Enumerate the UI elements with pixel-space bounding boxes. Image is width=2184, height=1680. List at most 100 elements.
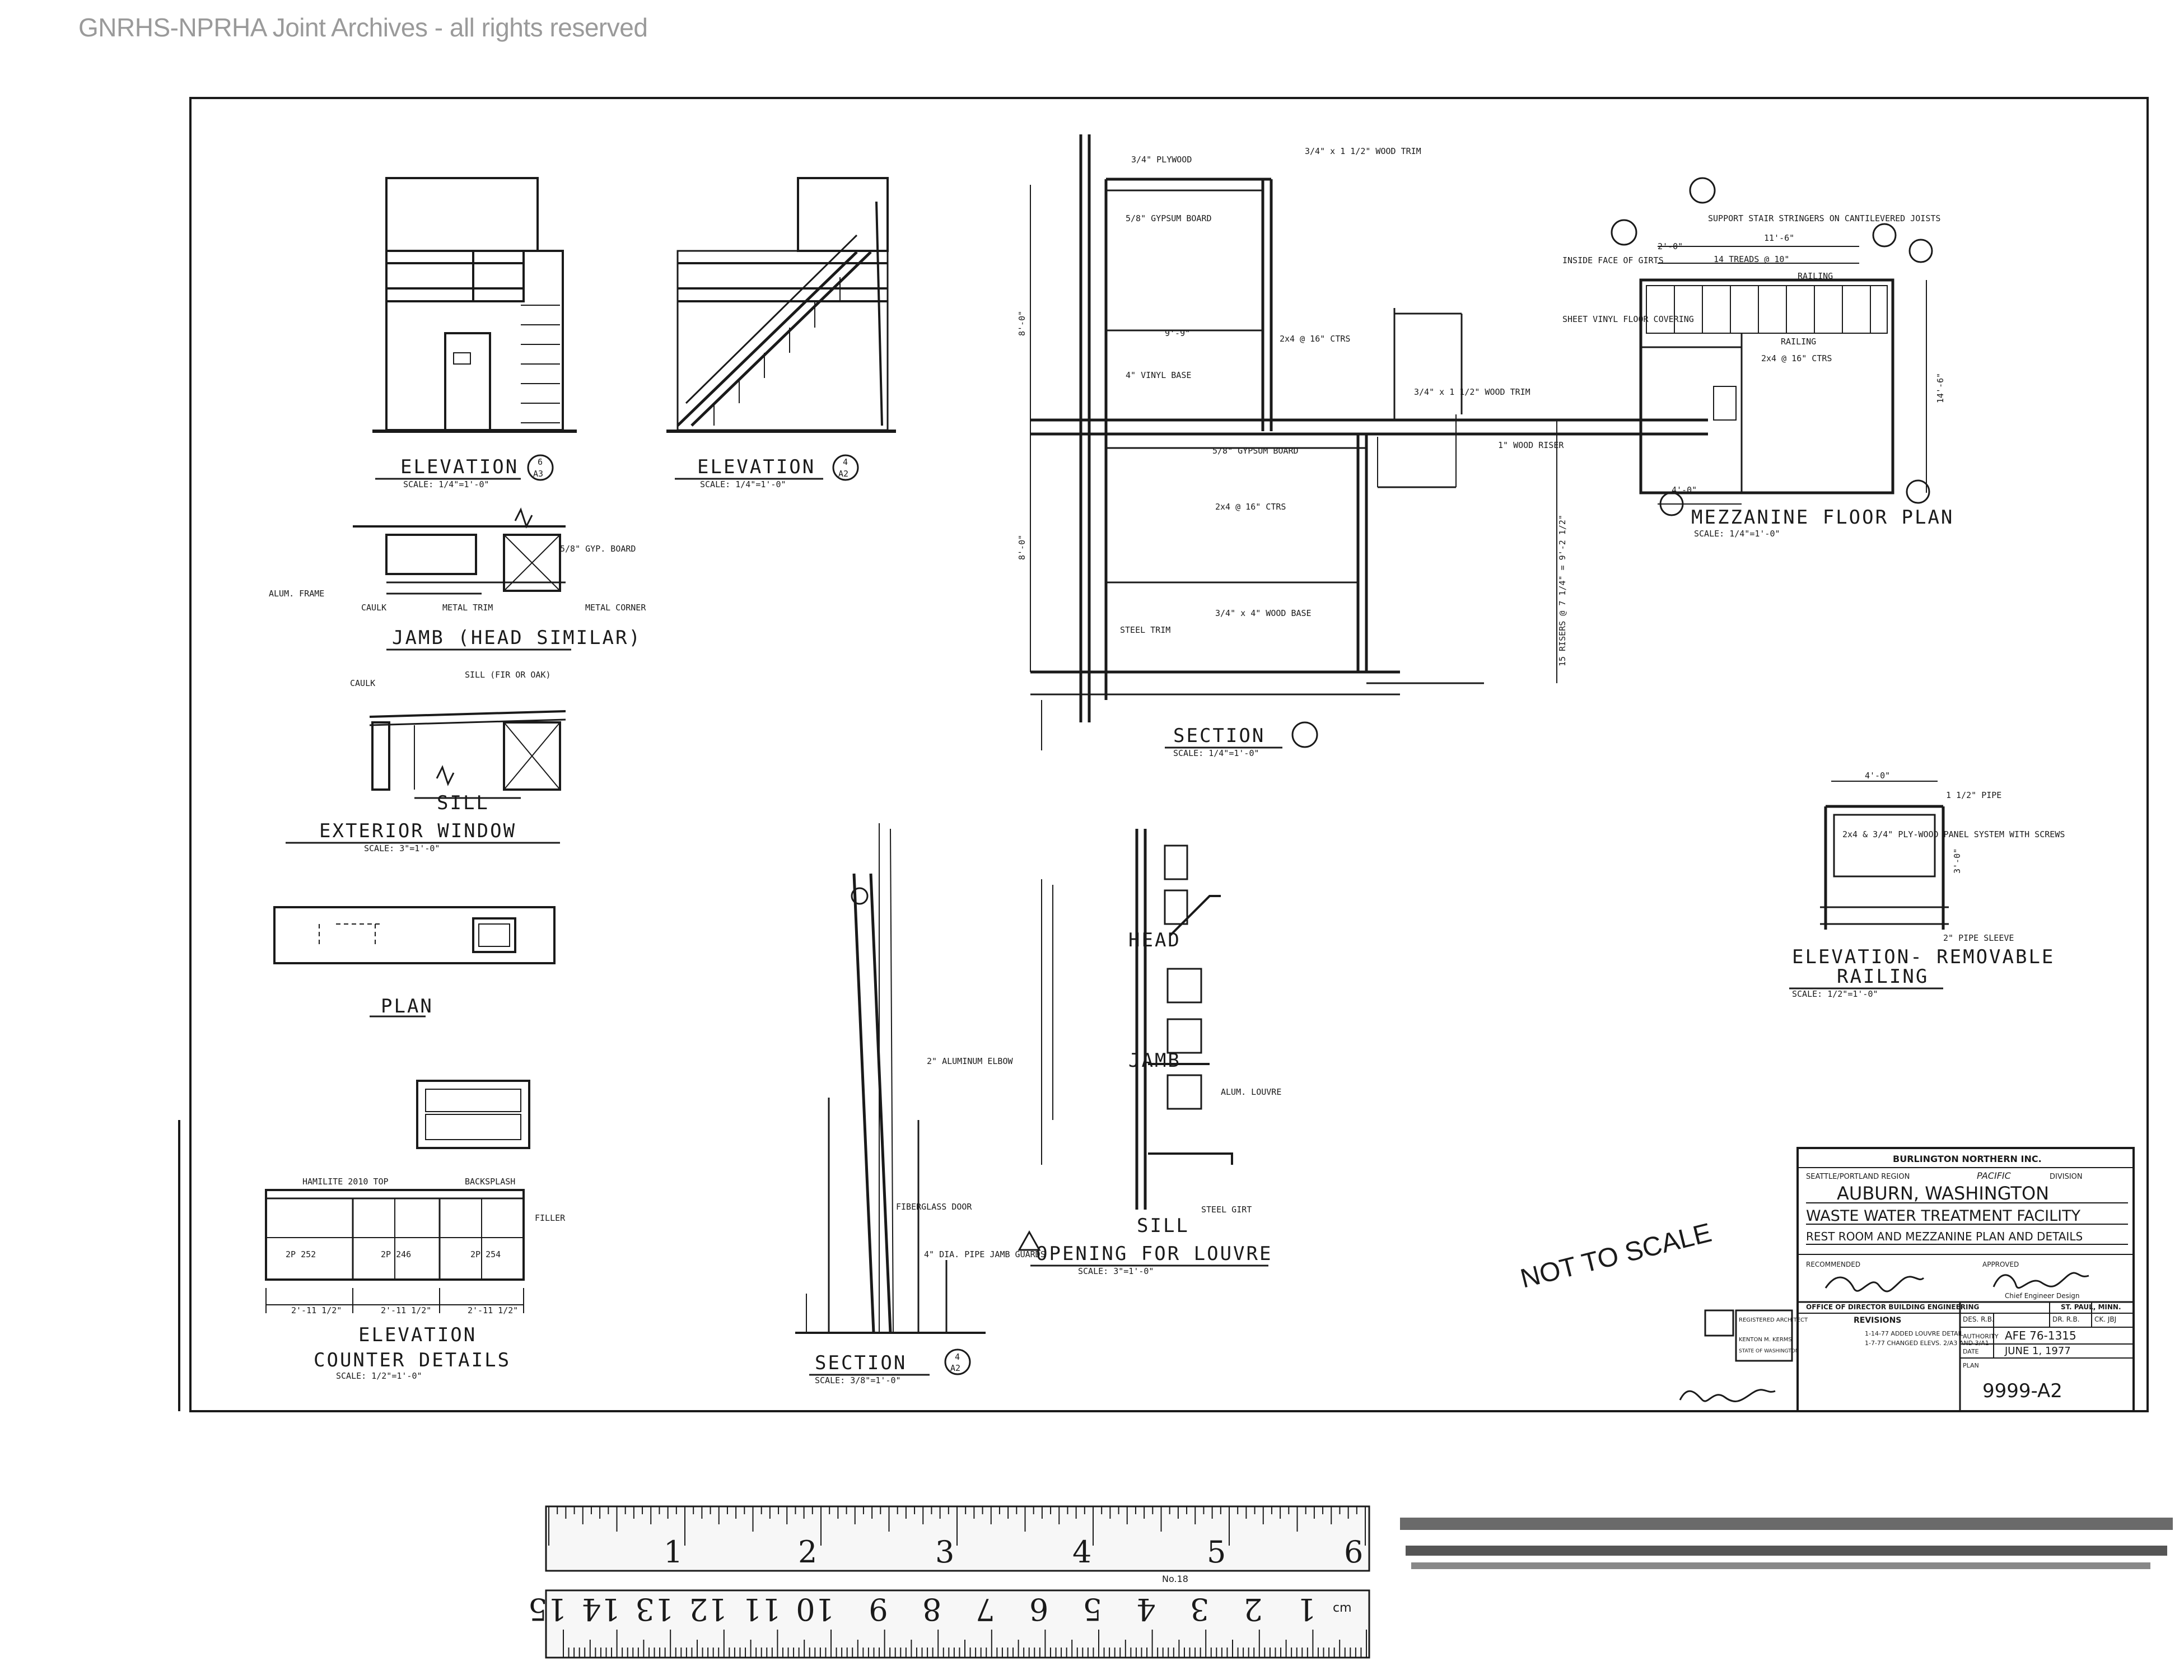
mezzanine-title: MEZZANINE FLOOR PLAN	[1691, 506, 1954, 529]
small-section-scale: SCALE: 3/8"=1'-0"	[815, 1375, 901, 1385]
ruler-cm-label: cm	[1333, 1601, 1352, 1615]
ruler-cm-number: 11	[743, 1592, 781, 1627]
counter-cabinet-2: 2P 246	[381, 1249, 411, 1259]
tb-signature-approved	[1992, 1272, 2089, 1289]
sill-title: SILL	[437, 792, 489, 814]
counter-dim-3: 2'-11 1/2"	[468, 1305, 518, 1315]
elevation-2-title: ELEVATION	[697, 456, 815, 478]
tb-region: SEATTLE/PORTLAND REGION	[1806, 1173, 1910, 1181]
mezzanine-plan-drawing	[1639, 246, 1927, 505]
counter-details-scale: SCALE: 1/2"=1'-0"	[336, 1371, 422, 1381]
ruler-inch-5: 5	[1207, 1534, 1226, 1570]
railing-dim-30: 3'-0"	[1952, 848, 1962, 874]
elevation-2-ref-bubble	[832, 454, 859, 481]
small-section-ref-top: 4	[955, 1352, 960, 1362]
counter-filler-note: FILLER	[535, 1213, 566, 1223]
mezz-dim-20: 2'-0"	[1658, 241, 1683, 251]
mezz-dim-bottom: 4'-0"	[1672, 485, 1697, 495]
elevation-stair-drawing	[666, 177, 896, 433]
section-dim-left-lower: 8'-0"	[1017, 535, 1027, 560]
counter-plan-drawing	[273, 906, 556, 964]
jamb-gyp-board-note: 5/8" GYP. BOARD	[560, 544, 636, 554]
stamp-name: KENTON M. KERMS	[1739, 1337, 1792, 1343]
ruler-inch-1: 1	[664, 1534, 683, 1570]
ruler-cm-number: 14	[582, 1592, 620, 1627]
section-dim-top: 9'-9"	[1165, 328, 1190, 338]
section-vinyl-base-note: 4" VINYL BASE	[1126, 370, 1191, 380]
ruler-cm-number: 15	[528, 1592, 567, 1627]
counter-dim-2: 2'-11 1/2"	[381, 1305, 431, 1315]
louvre-scale: SCALE: 3"=1'-0"	[1078, 1266, 1154, 1276]
stamp-state: STATE OF WASHINGTON	[1739, 1348, 1799, 1354]
louvre-head-label: HEAD	[1128, 929, 1181, 951]
railing-dim-40: 4'-0"	[1865, 771, 1890, 781]
tb-authority-label: AUTHORITY	[1963, 1333, 1999, 1340]
tb-authority: AFE 76-1315	[2005, 1329, 2076, 1342]
small-section-pipe-guards-note: 4" DIA. PIPE JAMB GUARDS	[924, 1249, 1046, 1259]
section-wood-trim-note: 3/4" x 1 1/2" WOOD TRIM	[1305, 146, 1421, 156]
mezz-ref-bubble-right1	[1872, 223, 1897, 248]
cm-ticks	[563, 1630, 1367, 1658]
railing-panel-note: 2x4 & 3/4" PLY-WOOD PANEL SYSTEM WITH SC…	[1842, 829, 2065, 839]
louvre-jamb-label: JAMB	[1128, 1049, 1181, 1072]
section-dim-left-upper: 8'-0"	[1017, 311, 1027, 336]
louvre-alum-elbow-note: 2" ALUMINUM ELBOW	[927, 1056, 1013, 1066]
section-wood-riser-note: 1" WOOD RISER	[1498, 440, 1564, 450]
ruler-inch-2: 2	[798, 1534, 817, 1570]
ruler-cm-number: 3	[1190, 1592, 1209, 1627]
not-to-scale-label: NOT TO SCALE	[1518, 1218, 1715, 1294]
louvre-title: OPENING FOR LOUVRE	[1036, 1243, 1272, 1265]
jamb-metal-trim-note: METAL TRIM	[442, 603, 493, 613]
mezz-ref-bubble-bottom-right	[1906, 479, 1930, 504]
mezz-ref-bubble-right2	[1908, 239, 1933, 263]
scanned-strip	[1394, 1506, 2178, 1579]
elevation-1-ref-top: 6	[538, 457, 543, 467]
counter-formica-note: HAMILITE 2010 TOP	[302, 1177, 389, 1187]
tb-recommended: RECOMMENDED	[1806, 1261, 1860, 1268]
jamb-caulk-note: CAULK	[361, 603, 386, 613]
mezz-ref-bubble-top	[1689, 177, 1716, 204]
tb-plan-label: PLAN	[1963, 1362, 1979, 1369]
ruler-cm-number: 10	[796, 1592, 834, 1627]
counter-elevation-title: ELEVATION	[358, 1324, 477, 1346]
ruler-cm-number: 8	[922, 1592, 941, 1627]
tb-drawing-number: 9999-A2	[1982, 1380, 2062, 1402]
railing-scale: SCALE: 1/2"=1'-0"	[1792, 989, 1878, 999]
section-wood-trim-right-note: 3/4" x 1 1/2" WOOD TRIM	[1414, 387, 1530, 397]
mezz-ref-bubble-bottom-left	[1659, 492, 1684, 516]
jamb-alum-frame-note: ALUM. FRAME	[269, 589, 324, 599]
tb-subject: REST ROOM AND MEZZANINE PLAN AND DETAILS	[1806, 1230, 2083, 1243]
sill-detail-drawing	[369, 710, 566, 791]
small-section-fiberglass-note: FIBERGLASS DOOR	[896, 1202, 972, 1212]
tb-ck: CK. JBJ	[2094, 1315, 2116, 1323]
elevation-2-ref-bottom: A2	[838, 469, 848, 479]
main-section-drawing	[1030, 134, 1708, 750]
louvre-revision-triangle	[1018, 1230, 1041, 1251]
title-block	[1796, 1147, 2135, 1412]
elevation-2-ref-top: 4	[843, 457, 848, 467]
counter-cabinet-1: 2P 252	[286, 1249, 316, 1259]
ruler-inch-6: 6	[1344, 1534, 1363, 1570]
tb-revisions: REVISIONS	[1854, 1316, 1901, 1325]
architect-signature	[1679, 1389, 1776, 1402]
counter-elevation-drawing	[265, 1080, 530, 1313]
exterior-window-scale: SCALE: 3"=1'-0"	[364, 843, 440, 853]
ruler-brand: No.18	[1162, 1574, 1188, 1584]
jamb-detail-drawing	[353, 507, 566, 595]
elevation-1-ref-bubble	[527, 454, 554, 481]
architect-stamp	[1704, 1309, 1793, 1362]
louvre-steel-girt-note: STEEL GIRT	[1201, 1205, 1252, 1215]
small-section-drawing	[795, 823, 986, 1334]
mezz-inside-face-note: INSIDE FACE OF GIRTS	[1562, 255, 1664, 265]
mezz-dim-14: 14'-6"	[1935, 373, 1945, 403]
mezz-ref-bubble-left	[1611, 219, 1637, 246]
ruler-inch-4: 4	[1072, 1534, 1091, 1570]
tb-chief: Chief Engineer Design	[2005, 1292, 2079, 1300]
removable-railing-drawing	[1820, 781, 1949, 930]
ruler-cm-number: 4	[1136, 1592, 1155, 1627]
elevation-door-drawing	[372, 177, 577, 433]
railing-pipe-note: 1 1/2" PIPE	[1946, 790, 2001, 800]
sheet-border	[189, 97, 2149, 1412]
